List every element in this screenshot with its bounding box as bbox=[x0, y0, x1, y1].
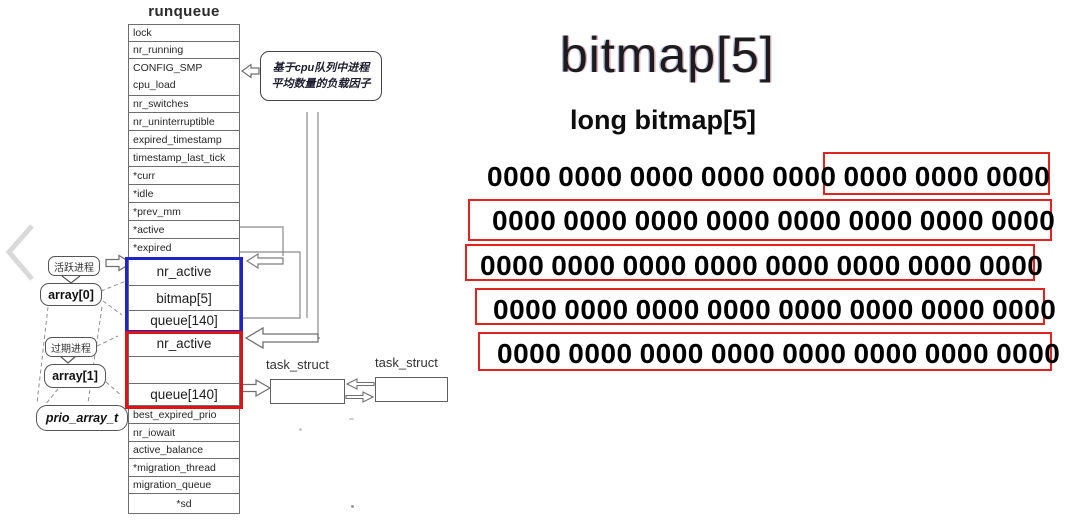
struct-field-row: *expired bbox=[129, 239, 239, 258]
bit-group: 0000 bbox=[919, 205, 985, 236]
stray-dot bbox=[349, 418, 354, 420]
arrow-queue-to-task-icon bbox=[239, 378, 272, 398]
bit-group: 0000 bbox=[551, 250, 616, 281]
bit-group: 0000 bbox=[480, 250, 545, 281]
bit-group: 0000 bbox=[920, 294, 986, 325]
bit-group: 0000 bbox=[777, 205, 842, 236]
bit-group: 0000 bbox=[778, 294, 843, 325]
struct-field-row: CONFIG_SMP cpu_load bbox=[129, 59, 239, 96]
bit-group: 0000 bbox=[843, 161, 908, 192]
bit-group: 0000 bbox=[558, 161, 623, 192]
prio-array-t-label: prio_array_t bbox=[36, 405, 128, 431]
struct-field-row: *idle bbox=[129, 185, 239, 203]
bit-group: 0000 bbox=[635, 294, 700, 325]
struct-field-row: migration_queue bbox=[129, 477, 239, 494]
struct-field-row: nr_running bbox=[129, 42, 239, 59]
struct-field-row: *sd bbox=[176, 497, 192, 510]
struct-field-row: lock bbox=[129, 25, 239, 42]
struct-field-row: queue[140] bbox=[129, 311, 239, 331]
bit-group: 0000 bbox=[693, 250, 759, 281]
struct-field-row: nr_uninterruptible bbox=[129, 113, 239, 131]
array1-label: array[1] bbox=[44, 364, 106, 388]
struct-field-row: nr_active bbox=[129, 258, 239, 286]
bit-group: 0000 bbox=[848, 205, 913, 236]
task-struct-label-1: task_struct bbox=[266, 357, 329, 372]
struct-field-row: bitmap[5] bbox=[129, 286, 239, 311]
struct-field-row: nr_active bbox=[129, 331, 239, 357]
bit-group: 0000 bbox=[634, 205, 699, 236]
bit-group: 0000 bbox=[497, 338, 562, 369]
arrow-note-to-active-array-icon bbox=[105, 254, 133, 272]
bit-group: 0000 bbox=[564, 294, 629, 325]
bitmap-declaration: long bitmap[5] bbox=[570, 105, 756, 135]
array0-label: array[0] bbox=[40, 283, 102, 306]
struct-field-row bbox=[129, 357, 239, 384]
bit-group: 0000 bbox=[782, 338, 847, 369]
arrow-into-active-array-icon bbox=[245, 252, 284, 270]
bit-group: 0000 bbox=[622, 250, 687, 281]
struct-field-row: *migration_thread bbox=[129, 459, 239, 477]
bit-group: 0000 bbox=[705, 205, 771, 236]
runqueue-title: runqueue bbox=[148, 3, 220, 20]
bit-group: 0000 bbox=[979, 250, 1044, 281]
struct-field-row: timestamp_last_tick bbox=[129, 149, 239, 167]
bit-group: 0000 bbox=[765, 250, 830, 281]
struct-field-row: queue[140] bbox=[129, 384, 239, 406]
bit-group: 0000 bbox=[772, 161, 837, 192]
task-struct-box-2 bbox=[375, 377, 448, 402]
struct-field-row: nr_switches bbox=[129, 96, 239, 113]
expired-processes-note: 过期进程 bbox=[45, 337, 97, 357]
struct-field-row: active_balance bbox=[129, 442, 239, 459]
task-struct-label-2: task_struct bbox=[375, 355, 438, 370]
struct-field-row: *curr bbox=[129, 167, 239, 185]
bit-group: 0000 bbox=[710, 338, 776, 369]
bit-group: 0000 bbox=[568, 338, 633, 369]
bit-group: 0000 bbox=[563, 205, 628, 236]
bit-group: 0000 bbox=[853, 338, 918, 369]
stray-dot bbox=[351, 505, 354, 508]
bit-group: 0000 bbox=[996, 338, 1061, 369]
bit-group: 0000 bbox=[924, 338, 990, 369]
bit-group: 0000 bbox=[492, 205, 557, 236]
bit-group: 0000 bbox=[986, 161, 1051, 192]
struct-field-row: expired_timestamp bbox=[129, 131, 239, 149]
task-struct-box-1 bbox=[270, 379, 345, 404]
struct-field-row: *active bbox=[129, 221, 239, 239]
cpu-load-callout: 基于cpu队列中进程 平均数量的负载因子 bbox=[260, 51, 382, 101]
bit-group: 0000 bbox=[629, 161, 694, 192]
arrow-task1-to-task2-icon bbox=[345, 391, 375, 403]
struct-field-row: best_expired_prio bbox=[129, 406, 239, 424]
arrow-callout-to-smp-icon bbox=[240, 63, 260, 79]
chevron-left-watermark bbox=[5, 224, 34, 281]
bit-group: 0000 bbox=[849, 294, 914, 325]
bit-group: 0000 bbox=[992, 294, 1057, 325]
active-processes-note: 活跃进程 bbox=[48, 256, 100, 276]
struct-field-row: cpu_load bbox=[133, 79, 176, 91]
cpu-load-callout-line1: 基于cpu队列中进程 bbox=[272, 62, 370, 74]
struct-field-row: nr_iowait bbox=[129, 424, 239, 442]
arrow-into-expired-array-icon bbox=[244, 326, 319, 350]
arrow-task2-to-task1-icon bbox=[345, 378, 375, 390]
bit-group: 0000 bbox=[907, 250, 973, 281]
bit-group: 0000 bbox=[914, 161, 980, 192]
bit-group: 0000 bbox=[706, 294, 772, 325]
struct-field-row: *prev_mm bbox=[129, 203, 239, 221]
bit-group: 0000 bbox=[493, 294, 558, 325]
bit-group: 0000 bbox=[991, 205, 1056, 236]
bit-group: 0000 bbox=[836, 250, 901, 281]
bit-group: 0000 bbox=[700, 161, 766, 192]
stray-dot bbox=[299, 428, 302, 431]
cpu-load-callout-line2: 平均数量的负载因子 bbox=[271, 78, 371, 90]
struct-field-row: CONFIG_SMP bbox=[133, 62, 203, 74]
bitmap-title: bitmap[5] bbox=[560, 27, 775, 83]
bit-group: 0000 bbox=[487, 161, 552, 192]
bit-group: 0000 bbox=[639, 338, 704, 369]
